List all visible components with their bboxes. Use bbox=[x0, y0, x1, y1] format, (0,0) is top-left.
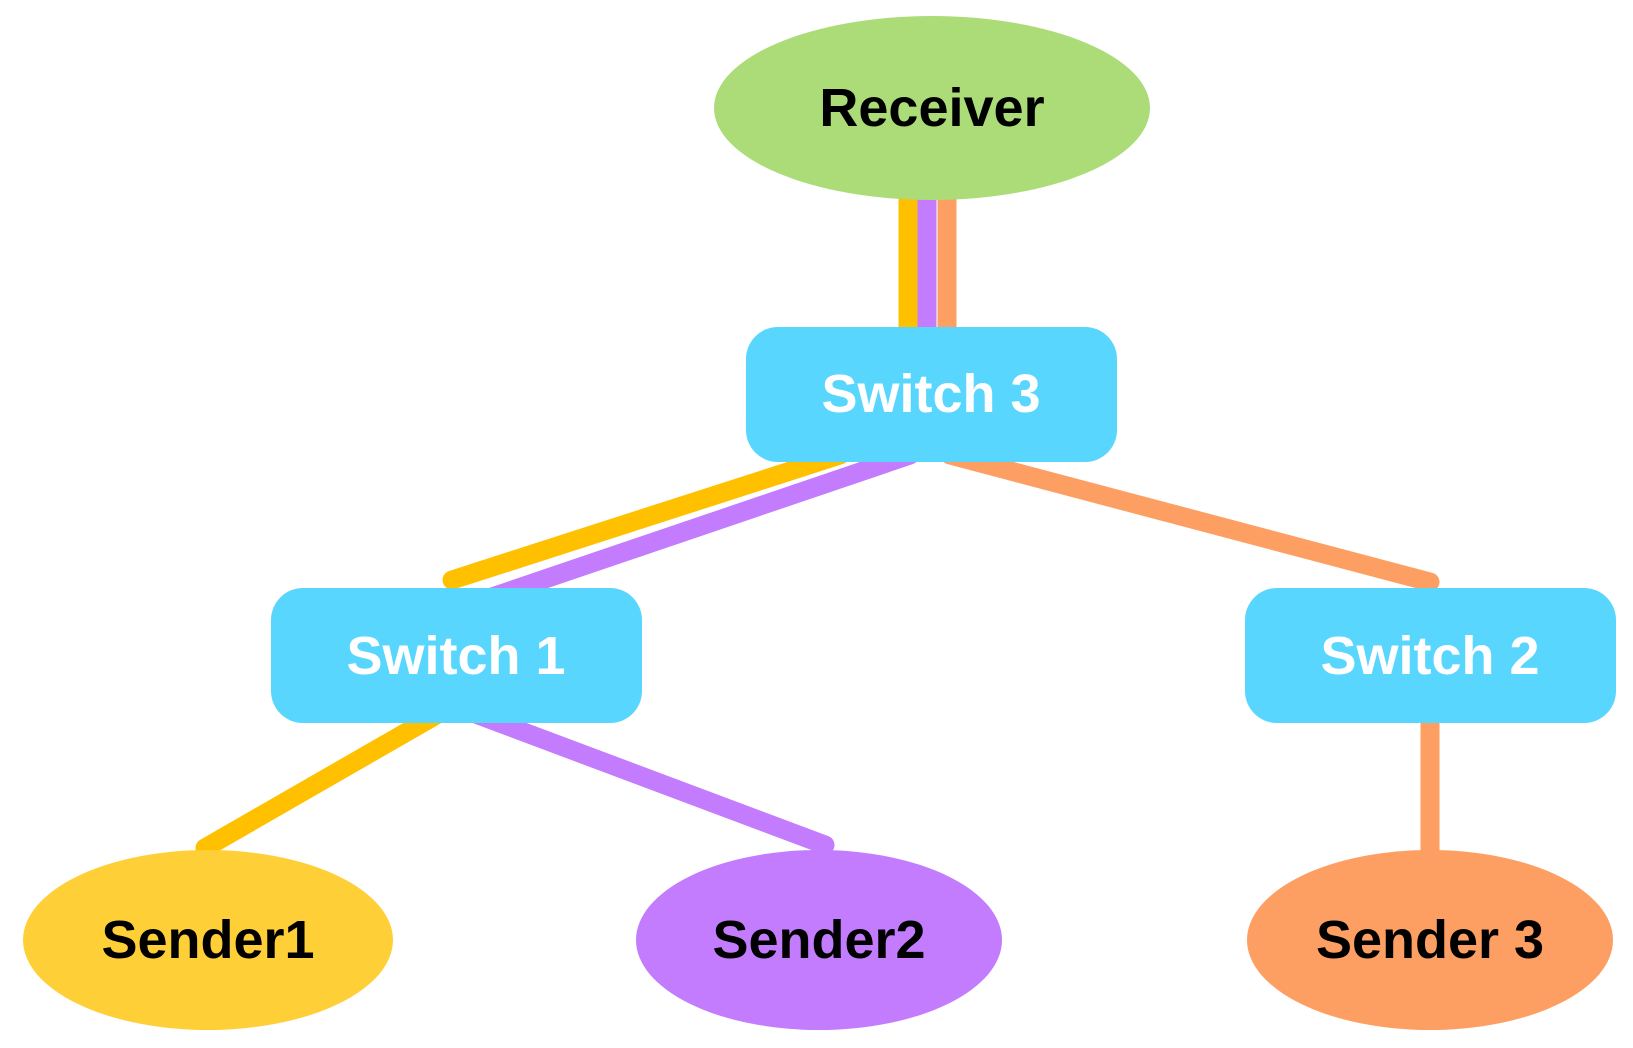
receiver-shape bbox=[714, 16, 1150, 200]
sender1-node: Sender1 bbox=[23, 850, 393, 1030]
sender2-node: Sender2 bbox=[636, 850, 1002, 1030]
switch3-shape bbox=[746, 327, 1117, 462]
switch2-shape bbox=[1245, 588, 1616, 723]
sender1-shape bbox=[23, 850, 393, 1030]
receiver-label: Receiver bbox=[819, 78, 1044, 138]
links-layer bbox=[195, 180, 1440, 870]
link-switch1-switch3-flow-sender2 bbox=[482, 445, 920, 607]
sender3-shape bbox=[1247, 850, 1613, 1030]
link-switch1-switch3-flow-sender1 bbox=[442, 445, 850, 590]
link-sender2-switch1 bbox=[455, 700, 835, 855]
link-switch2-switch3-flow-sender3 bbox=[940, 445, 1440, 592]
sender2-shape bbox=[636, 850, 1002, 1030]
receiver-node: Receiver bbox=[714, 16, 1150, 200]
switch3-node: Switch 3 bbox=[746, 327, 1117, 462]
nodes-layer: Receiver Switch 3 Switch 1 Switch 2 Send… bbox=[23, 16, 1616, 1030]
sender3-node: Sender 3 bbox=[1247, 850, 1613, 1030]
switch3-label: Switch 3 bbox=[821, 364, 1040, 424]
sender1-label: Sender1 bbox=[101, 910, 314, 970]
switch2-node: Switch 2 bbox=[1245, 588, 1616, 723]
sender3-label: Sender 3 bbox=[1316, 910, 1544, 970]
sender2-label: Sender2 bbox=[712, 910, 925, 970]
link-sender1-switch1 bbox=[195, 700, 455, 858]
switch1-node: Switch 1 bbox=[271, 588, 642, 723]
switch1-label: Switch 1 bbox=[346, 626, 565, 686]
switch1-shape bbox=[271, 588, 642, 723]
switch2-label: Switch 2 bbox=[1320, 626, 1539, 686]
